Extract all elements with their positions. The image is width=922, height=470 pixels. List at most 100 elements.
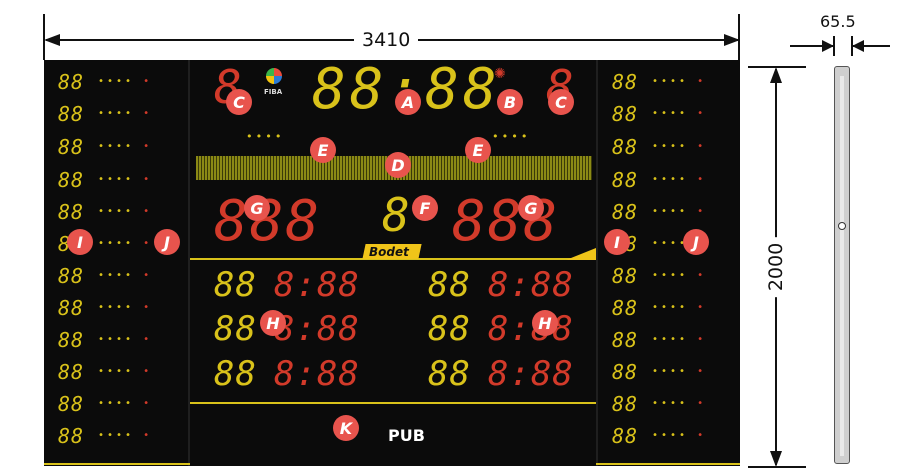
left-player-fouls-2: •••• • <box>98 108 153 119</box>
horn-indicator-icon: ✺ <box>494 66 506 82</box>
home-penalty-number-3: 88 <box>214 354 257 394</box>
right-player-number-11: 88 <box>612 392 639 416</box>
right-player-number-8: 88 <box>612 296 639 320</box>
scoreboard <box>44 60 740 466</box>
callout-e-left: E <box>310 137 336 163</box>
callout-i-left: I <box>67 229 93 255</box>
right-player-number-9: 88 <box>612 328 639 352</box>
depth-dimension-arrows <box>790 36 890 56</box>
right-player-number-4: 88 <box>612 168 639 192</box>
width-value: 3410 <box>354 29 419 51</box>
team-fouls-left: •••• <box>246 130 285 143</box>
callout-f: F <box>412 195 438 221</box>
left-panel-bottom-line <box>44 463 190 465</box>
advert-separator-line <box>190 402 596 404</box>
side-profile-strip <box>840 76 844 456</box>
callout-j-right: J <box>683 229 709 255</box>
left-player-fouls-6: •••• • <box>98 238 153 249</box>
home-penalty-time-1: 8:88 <box>274 265 360 305</box>
guest-penalty-time-2: 8:88 <box>488 309 574 349</box>
guest-penalty-number-2: 88 <box>428 309 471 349</box>
left-player-number-1: 88 <box>58 70 85 94</box>
right-player-number-3: 88 <box>612 135 639 159</box>
depth-value: 65.5 <box>820 12 856 31</box>
right-player-fouls-2: •••• • <box>652 108 707 119</box>
height-tick-top <box>748 66 806 68</box>
left-player-number-12: 88 <box>58 424 85 448</box>
left-player-number-5: 88 <box>58 200 85 224</box>
callout-h-right: H <box>532 310 558 336</box>
left-player-fouls-4: •••• • <box>98 174 153 185</box>
callout-h-left: H <box>260 310 286 336</box>
home-penalty-number-2: 88 <box>214 309 257 349</box>
right-player-number-5: 88 <box>612 200 639 224</box>
left-player-number-2: 88 <box>58 102 85 126</box>
home-penalty-time-2: 8:88 <box>274 309 360 349</box>
bodet-brand-label: Bodet <box>369 245 409 259</box>
callout-g-left: G <box>244 195 270 221</box>
fiba-label: FIBA <box>264 88 283 96</box>
right-player-fouls-8: •••• • <box>652 302 707 313</box>
right-player-number-12: 88 <box>612 424 639 448</box>
callout-a: A <box>395 89 421 115</box>
left-player-fouls-3: •••• • <box>98 141 153 152</box>
right-player-number-10: 88 <box>612 360 639 384</box>
left-player-fouls-1: •••• • <box>98 76 153 87</box>
callout-j-left: J <box>154 229 180 255</box>
right-panel-bottom-line <box>596 463 740 465</box>
callout-d: D <box>385 152 411 178</box>
right-corner-accent <box>566 248 596 260</box>
right-player-fouls-4: •••• • <box>652 174 707 185</box>
left-player-fouls-9: •••• • <box>98 334 153 345</box>
width-tick-right <box>738 14 740 60</box>
team-fouls-right: •••• <box>492 130 531 143</box>
right-player-fouls-9: •••• • <box>652 334 707 345</box>
left-player-number-8: 88 <box>58 296 85 320</box>
left-player-number-4: 88 <box>58 168 85 192</box>
right-player-fouls-3: •••• • <box>652 141 707 152</box>
left-player-fouls-12: •••• • <box>98 430 153 441</box>
left-player-number-10: 88 <box>58 360 85 384</box>
center-separator-line <box>190 258 596 260</box>
right-player-number-2: 88 <box>612 102 639 126</box>
right-player-fouls-5: •••• • <box>652 206 707 217</box>
right-player-fouls-11: •••• • <box>652 398 707 409</box>
left-player-fouls-10: •••• • <box>98 366 153 377</box>
left-panel-divider <box>188 60 190 466</box>
right-player-fouls-10: •••• • <box>652 366 707 377</box>
guest-penalty-time-3: 8:88 <box>488 354 574 394</box>
left-player-number-9: 88 <box>58 328 85 352</box>
home-penalty-number-1: 88 <box>214 265 257 305</box>
fiba-globe-icon <box>266 68 282 84</box>
width-tick-left <box>43 14 45 60</box>
height-tick-bottom <box>748 466 806 468</box>
right-player-fouls-7: •••• • <box>652 270 707 281</box>
side-profile-knob <box>838 222 846 230</box>
guest-penalty-number-3: 88 <box>428 354 471 394</box>
guest-penalty-time-1: 8:88 <box>488 265 574 305</box>
right-panel-divider <box>596 60 598 466</box>
guest-penalty-number-1: 88 <box>428 265 471 305</box>
home-penalty-time-3: 8:88 <box>274 354 360 394</box>
right-player-number-1: 88 <box>612 70 639 94</box>
callout-b: B <box>497 89 523 115</box>
right-player-number-7: 88 <box>612 264 639 288</box>
right-player-fouls-1: •••• • <box>652 76 707 87</box>
left-player-fouls-5: •••• • <box>98 206 153 217</box>
left-player-number-11: 88 <box>58 392 85 416</box>
left-player-fouls-8: •••• • <box>98 302 153 313</box>
left-player-fouls-11: •••• • <box>98 398 153 409</box>
fiba-logo: FIBA <box>264 68 284 108</box>
height-value: 2000 <box>765 236 787 298</box>
advert-label: PUB <box>388 426 425 445</box>
right-player-fouls-12: •••• • <box>652 430 707 441</box>
left-player-number-3: 88 <box>58 135 85 159</box>
callout-c-right: C <box>548 89 574 115</box>
callout-e-right: E <box>465 137 491 163</box>
callout-i-right: I <box>604 229 630 255</box>
possession-display: 8 <box>382 188 411 242</box>
callout-g-right: G <box>518 195 544 221</box>
left-player-number-7: 88 <box>58 264 85 288</box>
callout-c-left: C <box>226 89 252 115</box>
callout-k: K <box>333 415 359 441</box>
